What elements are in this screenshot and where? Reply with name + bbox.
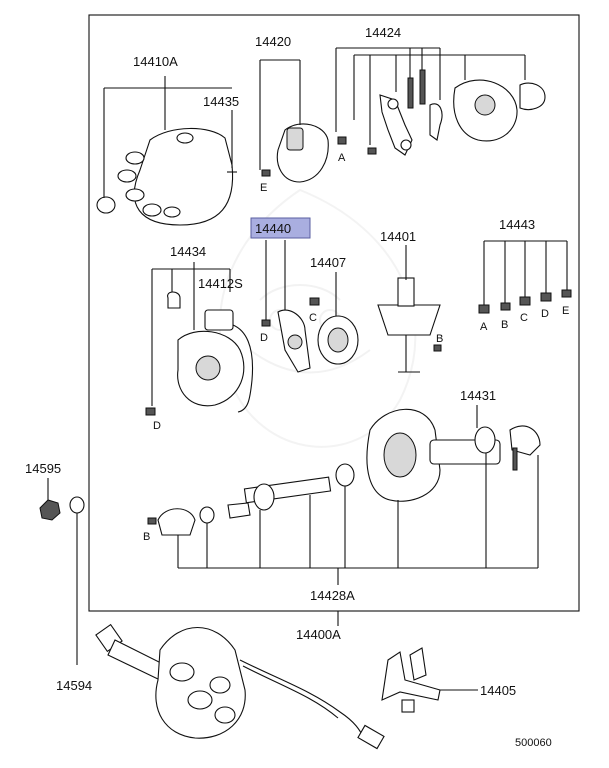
- distributor-rotor: [261, 123, 329, 183]
- label-14594: 14594: [56, 678, 92, 693]
- label-14401: 14401: [380, 229, 416, 244]
- marker-b-vacuum: B: [436, 333, 443, 345]
- marker-d-housing: D: [153, 420, 161, 432]
- marker-c-screw: C: [520, 312, 528, 324]
- distributor-housing: [147, 408, 541, 536]
- label-14434: 14434: [170, 244, 206, 259]
- diagram-code: 500060: [515, 737, 552, 749]
- marker-b-screw: B: [501, 319, 508, 331]
- label-14407: 14407: [310, 255, 346, 270]
- side-parts: [39, 496, 85, 521]
- screw-set: [478, 289, 572, 314]
- label-14412S: 14412S: [198, 276, 243, 291]
- label-14405: 14405: [480, 683, 516, 698]
- vacuum-advance: [377, 277, 442, 373]
- governor-parts: [337, 69, 546, 156]
- mounting-bracket: [381, 647, 441, 713]
- marker-b-flange: B: [143, 531, 150, 543]
- ignitor-housing: [145, 291, 254, 416]
- signal-generator: [309, 297, 359, 365]
- marker-e-rotor: E: [260, 182, 267, 194]
- label-14435: 14435: [203, 94, 239, 109]
- marker-d-breaker: D: [260, 332, 268, 344]
- label-14420: 14420: [255, 34, 291, 49]
- assembly-frame: [88, 14, 580, 612]
- distributor-assembly: [95, 623, 385, 750]
- label-14424: 14424: [365, 25, 401, 40]
- marker-a-governor: A: [338, 152, 346, 164]
- label-14431: 14431: [460, 388, 496, 403]
- label-14410A: 14410A: [133, 54, 178, 69]
- marker-e-screw: E: [562, 305, 569, 317]
- marker-a-screw: A: [480, 321, 488, 333]
- distributor-cap: [96, 127, 237, 226]
- label-14428A: 14428A: [310, 588, 355, 603]
- label-14443: 14443: [499, 217, 535, 232]
- label-14595: 14595: [25, 461, 61, 476]
- label-14440: 14440: [255, 221, 291, 236]
- marker-c-signal: C: [309, 312, 317, 324]
- marker-d-screw: D: [541, 308, 549, 320]
- breaker-plate: [261, 309, 311, 373]
- label-14400A: 14400A: [296, 627, 341, 642]
- highlight-box: [250, 217, 311, 239]
